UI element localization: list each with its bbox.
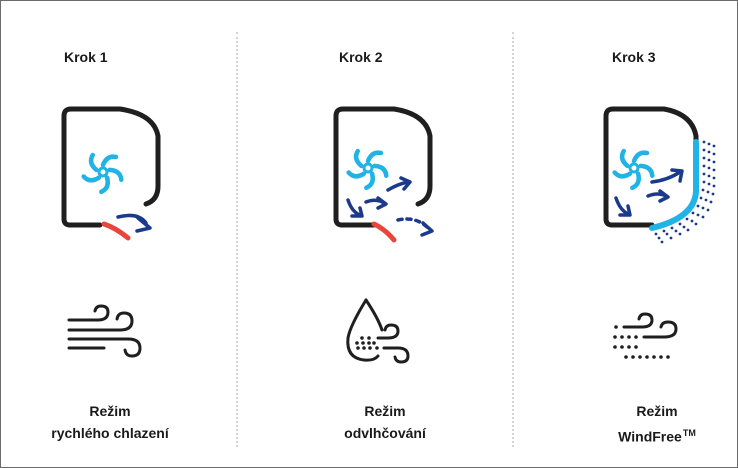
mode-label-line2: rychlého chlazení [51, 425, 169, 441]
water-drop-icon [346, 298, 410, 364]
step-3-title: Krok 3 [612, 49, 656, 65]
mode-label-line1: Režim [89, 403, 131, 419]
mode-label-line1: Režim [636, 403, 678, 419]
mode-label-line1: Režim [364, 403, 406, 419]
wind-icon [67, 304, 142, 358]
column-divider [512, 32, 514, 447]
mode-label: Režim WindFreeTM [557, 400, 738, 448]
windfree-breeze-icon [613, 312, 678, 359]
trademark-mark: TM [682, 428, 696, 438]
mode-label-line2: odvlhčování [344, 425, 426, 441]
mode-label-line2-wrap: WindFreeTM [557, 422, 738, 448]
mode-label: Režim odvlhčování [285, 400, 485, 444]
dehumidify-unit-icon [333, 106, 434, 243]
step-2-title: Krok 2 [339, 49, 383, 65]
step-1-title: Krok 1 [64, 49, 108, 65]
fast-cooling-unit-icon [61, 106, 161, 241]
mode-label-line2: WindFree [618, 428, 682, 445]
column-divider [236, 32, 238, 447]
windfree-unit-icon [603, 106, 716, 244]
mode-label: Režim rychlého chlazení [10, 400, 210, 444]
